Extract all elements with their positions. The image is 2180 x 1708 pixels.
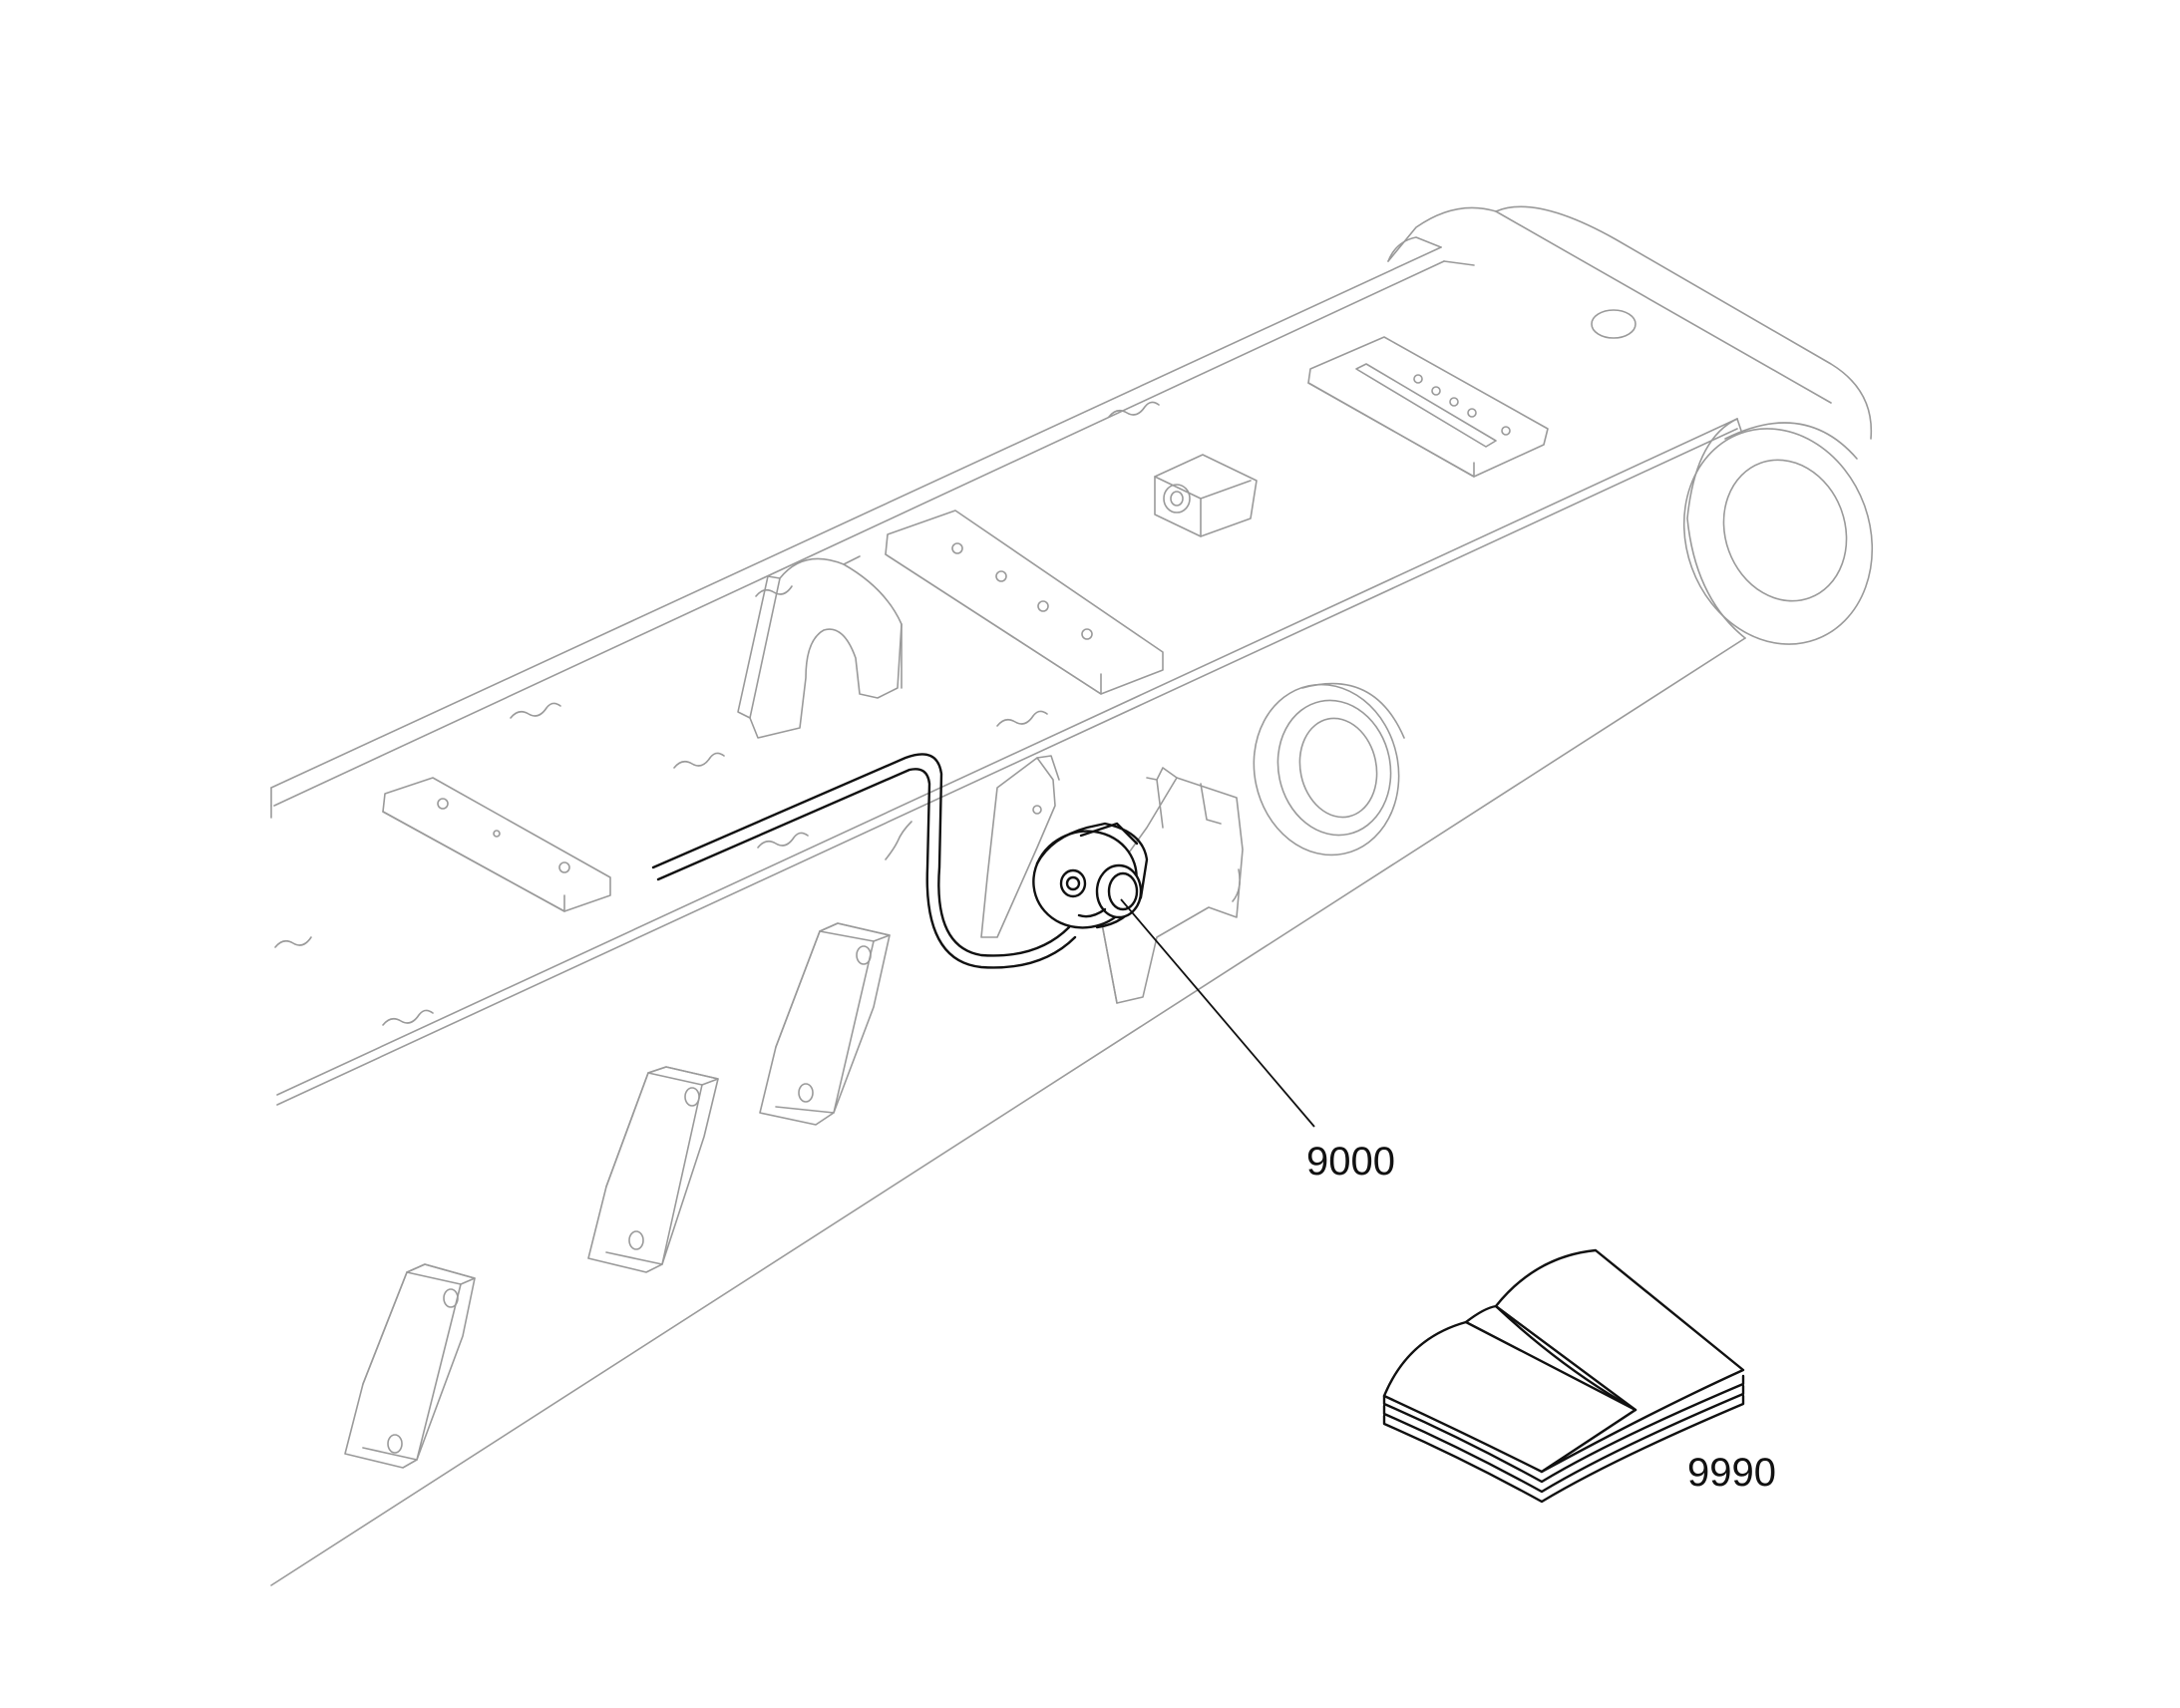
boom-structure [270, 205, 1874, 1586]
pad-3 [344, 1263, 476, 1469]
lifting-lug [737, 555, 903, 739]
pad-2 [587, 1066, 719, 1273]
cable-bracket [980, 755, 1060, 938]
top-plate-rear [1307, 336, 1549, 478]
bracket-block [1154, 454, 1258, 537]
leader-line-9000 [1120, 898, 1315, 1128]
callout-9990: 9990 [1687, 1451, 1776, 1495]
top-plate-front [382, 777, 611, 912]
open-book-icon [1382, 1248, 1745, 1504]
break-marks [274, 401, 1160, 1026]
sensor-icon [651, 753, 1149, 969]
web-boss [1253, 682, 1405, 856]
pad-1 [759, 922, 891, 1126]
top-plate-mid [885, 510, 1164, 695]
callout-9000: 9000 [1306, 1140, 1395, 1184]
